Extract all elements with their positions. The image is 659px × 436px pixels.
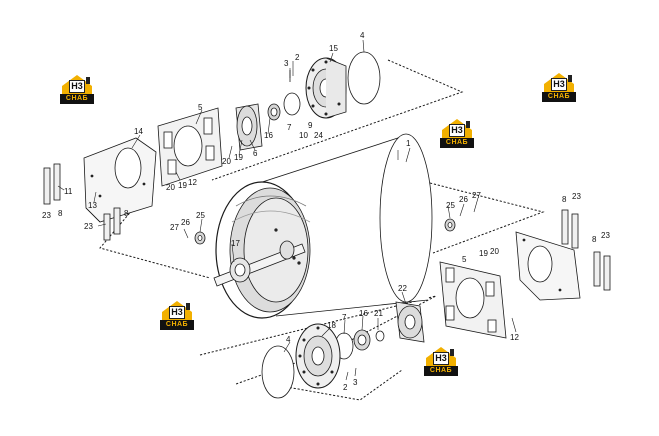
callout-25: 25	[196, 211, 205, 220]
watermark-mark: H3	[433, 352, 449, 365]
callout-8d: 8	[592, 235, 597, 244]
upper-left-shims	[43, 163, 121, 241]
callout-4: 4	[360, 31, 365, 40]
callout-22: 22	[398, 284, 407, 293]
upper-frame-bracket	[83, 137, 157, 223]
callout-16: 16	[264, 131, 273, 140]
watermark-text: CHAБ	[424, 366, 458, 376]
lower-hub-assembly	[261, 323, 341, 399]
watermark-text: CHAБ	[440, 138, 474, 148]
upper-hub-assembly	[283, 51, 381, 119]
watermark-logo: H3 CHAБ	[424, 346, 458, 376]
nut-right	[444, 218, 456, 232]
callout-3b: 3	[353, 378, 358, 387]
lower-bearing-housing	[395, 301, 425, 343]
watermark-text: CHAБ	[160, 320, 194, 330]
leader-lines	[57, 39, 517, 381]
callout-labels: 1 2 3 4 15 5 16 7 9 10 24 6 19 20 14 12 …	[42, 31, 610, 392]
callout-9: 9	[308, 121, 313, 130]
callout-23c: 23	[572, 192, 581, 201]
callout-19c: 19	[479, 249, 488, 258]
callout-20c: 20	[490, 247, 499, 256]
right-frame-bracket	[515, 231, 581, 301]
callout-23d: 23	[601, 231, 610, 240]
callout-25b: 25	[446, 201, 455, 210]
callout-14: 14	[134, 127, 143, 136]
callout-26b: 26	[459, 195, 468, 204]
callout-23: 23	[42, 211, 51, 220]
callout-27b: 27	[472, 191, 481, 200]
callout-16b: 16	[359, 309, 368, 318]
right-shims	[561, 209, 611, 291]
lower-seal-parts	[334, 329, 385, 360]
upper-bearing-housing	[235, 103, 281, 151]
callout-2: 2	[295, 53, 300, 62]
callout-6: 6	[253, 149, 258, 158]
nut-left	[194, 231, 206, 245]
shaft	[213, 228, 306, 287]
watermark-logo: H3 CHAБ	[60, 74, 94, 104]
callout-13: 13	[88, 201, 97, 210]
callout-5b: 5	[462, 255, 467, 264]
callout-23b: 23	[84, 222, 93, 231]
watermark-text: CHAБ	[60, 94, 94, 104]
callout-20b: 20	[166, 183, 175, 192]
watermark-logo: H3 CHAБ	[160, 300, 194, 330]
watermark-mark: H3	[449, 124, 465, 137]
lower-bearing-plate	[439, 261, 507, 339]
callout-5: 5	[198, 103, 203, 112]
callout-17: 17	[231, 239, 240, 248]
callout-27: 27	[170, 223, 179, 232]
callout-15: 15	[329, 44, 338, 53]
watermark-mark: H3	[169, 306, 185, 319]
watermark-mark: H3	[551, 78, 567, 91]
callout-24: 24	[314, 131, 323, 140]
callout-4b: 4	[286, 335, 291, 344]
callout-12b: 12	[510, 333, 519, 342]
callout-8: 8	[58, 209, 63, 218]
callout-19: 19	[234, 153, 243, 162]
callout-26: 26	[181, 218, 190, 227]
callout-8c: 8	[562, 195, 567, 204]
upper-bearing-plate	[157, 107, 223, 187]
callout-8b: 8	[124, 209, 129, 218]
callout-7: 7	[287, 123, 292, 132]
callout-1: 1	[406, 139, 411, 148]
watermark-logo: H3 CHAБ	[542, 72, 576, 102]
callout-21: 21	[374, 309, 383, 318]
callout-12: 12	[188, 178, 197, 187]
drum	[215, 133, 433, 319]
callout-3: 3	[284, 59, 289, 68]
watermark-text: CHAБ	[542, 92, 576, 102]
callout-20: 20	[222, 157, 231, 166]
callout-19b: 19	[178, 181, 187, 190]
watermark-mark: H3	[69, 80, 85, 93]
callout-11: 11	[64, 187, 73, 196]
callout-7b: 7	[342, 313, 347, 322]
callout-18: 18	[327, 321, 336, 330]
callout-10: 10	[299, 131, 308, 140]
callout-2b: 2	[343, 383, 348, 392]
watermark-logo: H3 CHAБ	[440, 118, 474, 148]
